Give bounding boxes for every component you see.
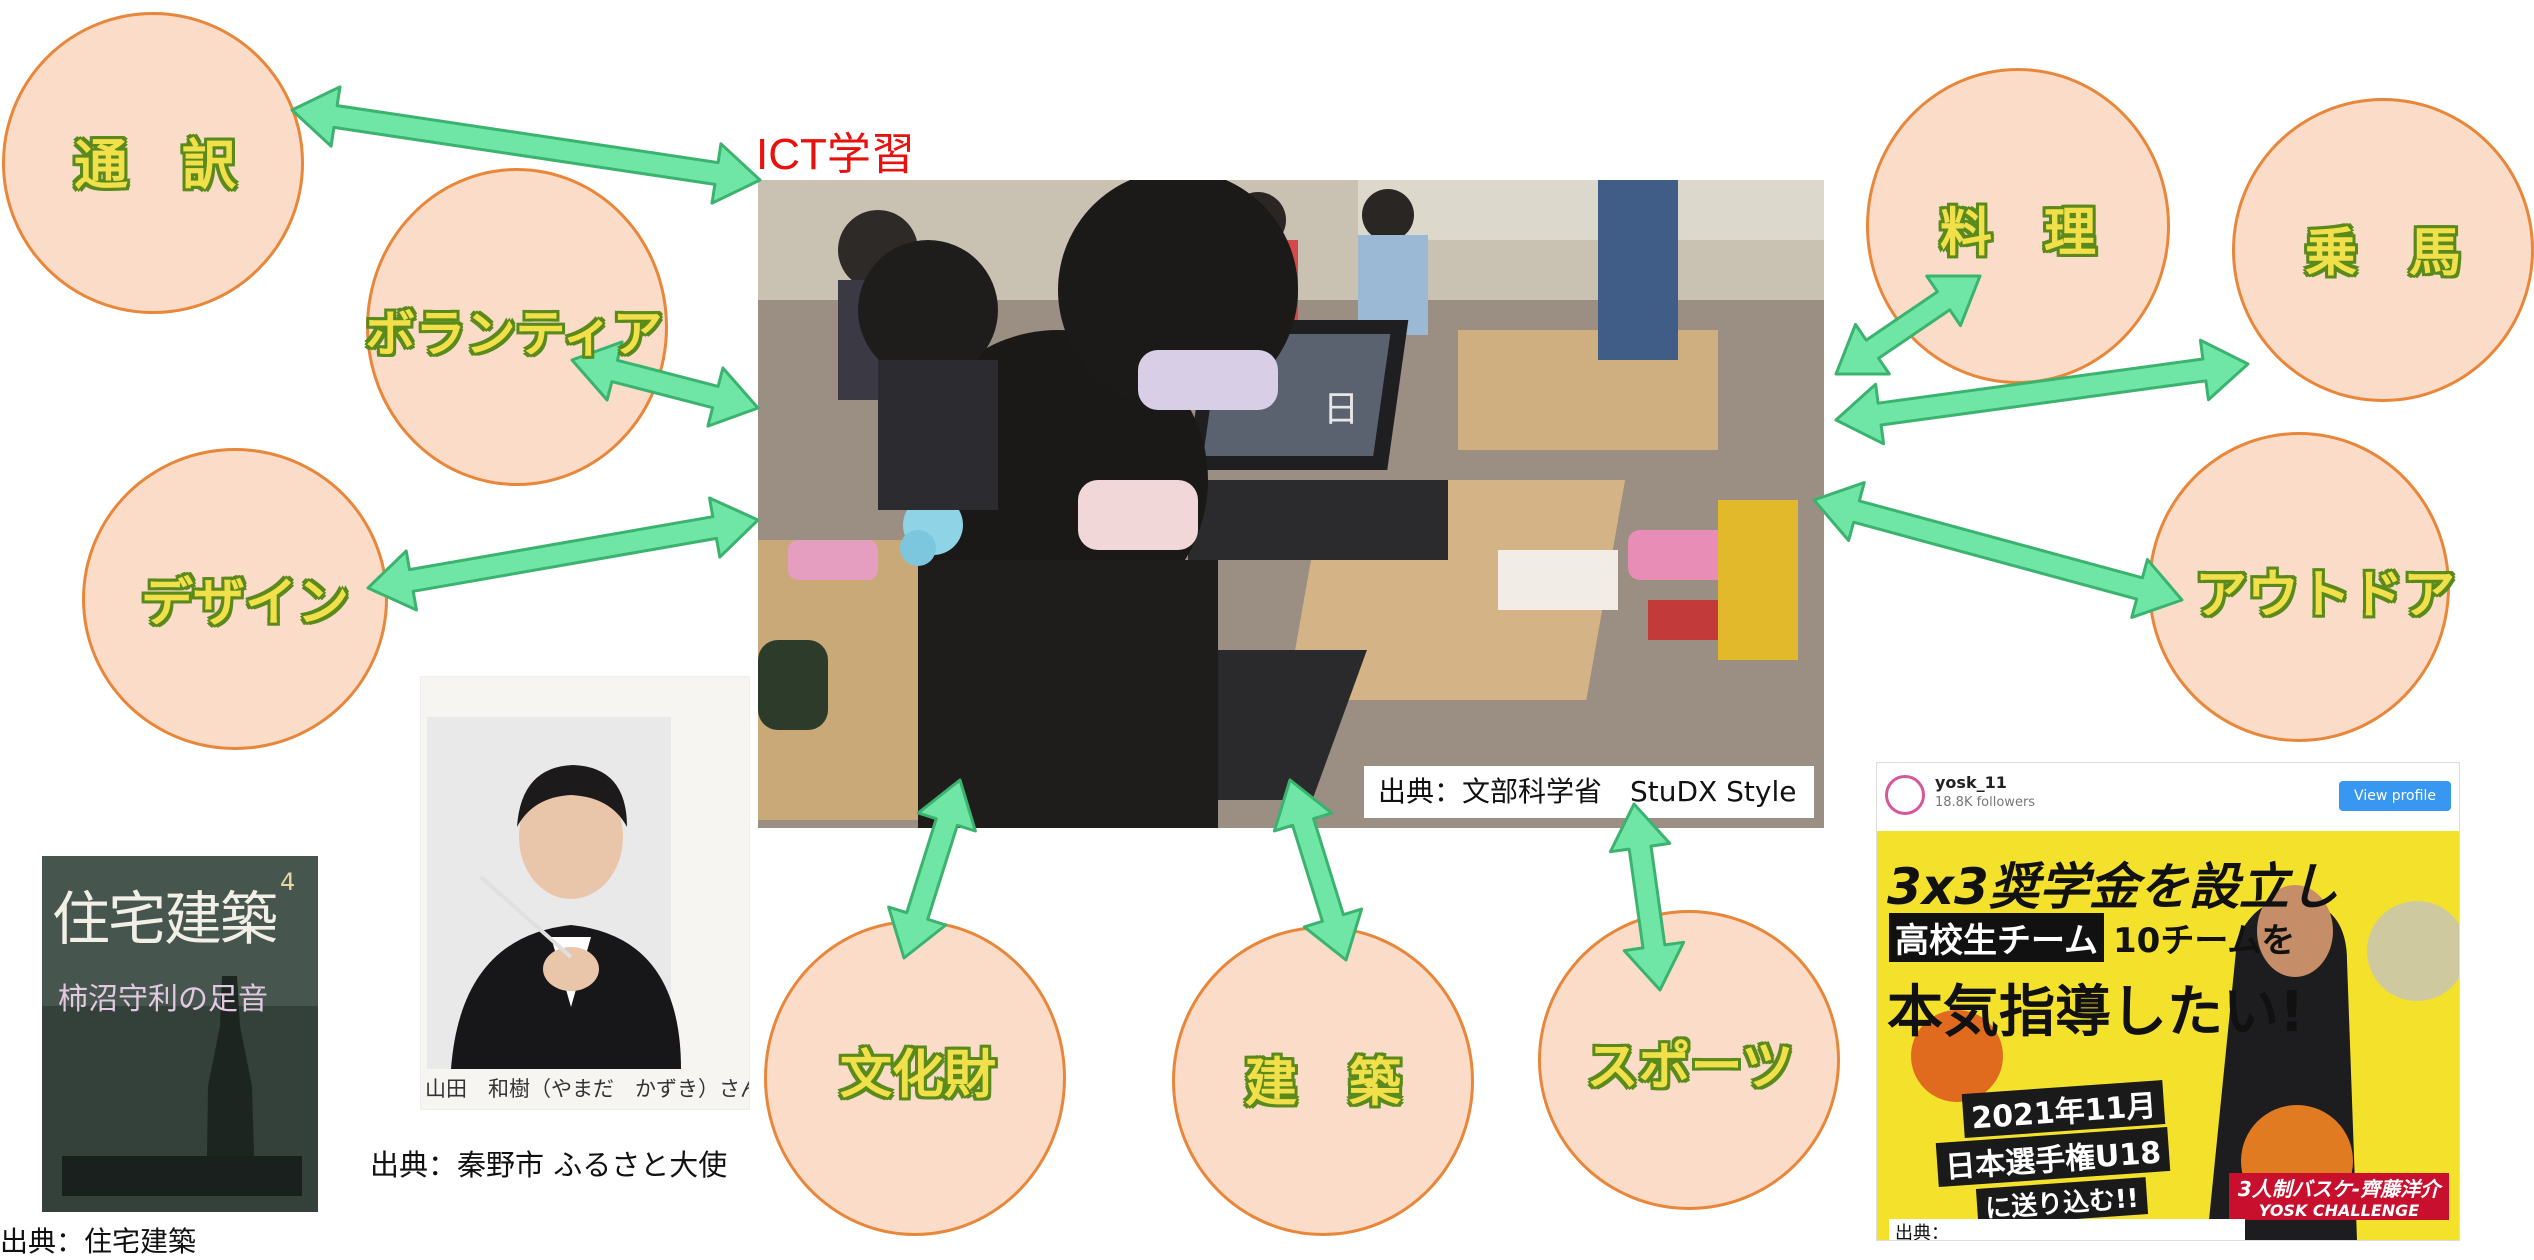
classroom-photo-illustration — [758, 180, 1824, 828]
topic-circle-design — [82, 448, 388, 750]
topic-label-jouba: 乗 馬 — [2304, 223, 2462, 284]
arrow-kenchiku — [1272, 778, 1364, 962]
arrow-ryouri — [1834, 274, 1982, 376]
topic-label-outdoor: アウトドア — [2194, 565, 2456, 626]
conductor-source: 出典：秦野市 ふるさと大使 — [370, 1148, 728, 1182]
topic-label-volunteer: ボランティア — [365, 305, 663, 363]
instagram-followers: 18.8K followers — [1935, 795, 2036, 810]
arrow-sports — [1608, 802, 1686, 992]
view-profile-button[interactable]: View profile — [2339, 781, 2451, 811]
instagram-caption: 出典： — [1889, 1219, 2245, 1240]
classroom-photo: 日 出典：文部科学省 StuDX Style — [758, 180, 1824, 828]
topic-circle-sports — [1538, 910, 1840, 1210]
magazine-feature: 柿沼守利の足音 — [58, 982, 268, 1017]
topic-label-tsuyaku: 通 訳 — [74, 133, 236, 197]
arrow-design — [366, 496, 760, 612]
magazine-caption: 出典：住宅建築 — [0, 1225, 197, 1258]
instagram-banner-sub: YOSK CHALLENGE — [2229, 1201, 2449, 1220]
arrow-bunkazai — [887, 778, 977, 960]
conductor-photo: 山田 和樹（やまだ かずき）さん — [420, 676, 750, 1110]
topic-circle-kenchiku — [1172, 926, 1474, 1236]
arrow-volunteer — [570, 340, 760, 428]
conductor-name-caption: 山田 和樹（やまだ かずき）さん — [425, 1077, 750, 1101]
topic-circle-tsuyaku — [2, 12, 304, 314]
topic-label-design: デザイン — [140, 573, 350, 634]
topic-circle-jouba — [2232, 98, 2534, 402]
instagram-headline1: 3x3奨学金を設立し — [1887, 858, 2339, 916]
topic-circle-volunteer — [366, 168, 668, 486]
arrow-tsuyaku — [290, 85, 762, 205]
magazine-issue: 4 — [280, 868, 296, 896]
topic-label-kenchiku: 建 築 — [1244, 1053, 1402, 1114]
instagram-username[interactable]: yosk_11 — [1935, 773, 2007, 792]
conductor-photo-art — [421, 677, 749, 1109]
instagram-banner: 3人制バスケ-齊藤洋介 — [2229, 1173, 2449, 1202]
magazine-cover-art — [42, 856, 318, 1212]
magazine-cover: 住宅建築 4 柿沼守利の足音 — [42, 856, 318, 1212]
instagram-post: yosk_11 18.8K followers View profile 3x3… — [1876, 762, 2460, 1241]
photo-caption: 出典：文部科学省 StuDX Style — [1364, 766, 1814, 818]
topic-circle-bunkazai — [764, 920, 1066, 1236]
arrow-outdoor — [1812, 481, 2184, 619]
profile-avatar[interactable] — [1885, 775, 1925, 815]
topic-label-ryouri: 料 理 — [1939, 203, 2097, 264]
instagram-header: yosk_11 18.8K followers View profile — [1877, 763, 2459, 831]
magazine-title: 住宅建築 — [52, 885, 278, 953]
topic-label-bunkazai: 文化財 — [839, 1045, 997, 1106]
ict-title: ICT学習 — [756, 130, 915, 179]
topic-label-sports: スポーツ — [1586, 1037, 1794, 1098]
instagram-headline2-tag: 高校生チーム — [1889, 913, 2104, 962]
board-char: 日 — [1323, 389, 1360, 430]
instagram-headline2-rest: 10チームを — [2113, 921, 2296, 961]
instagram-headline3: 本気指導したい! — [1887, 980, 2305, 1045]
arrow-jouba — [1834, 338, 2250, 446]
